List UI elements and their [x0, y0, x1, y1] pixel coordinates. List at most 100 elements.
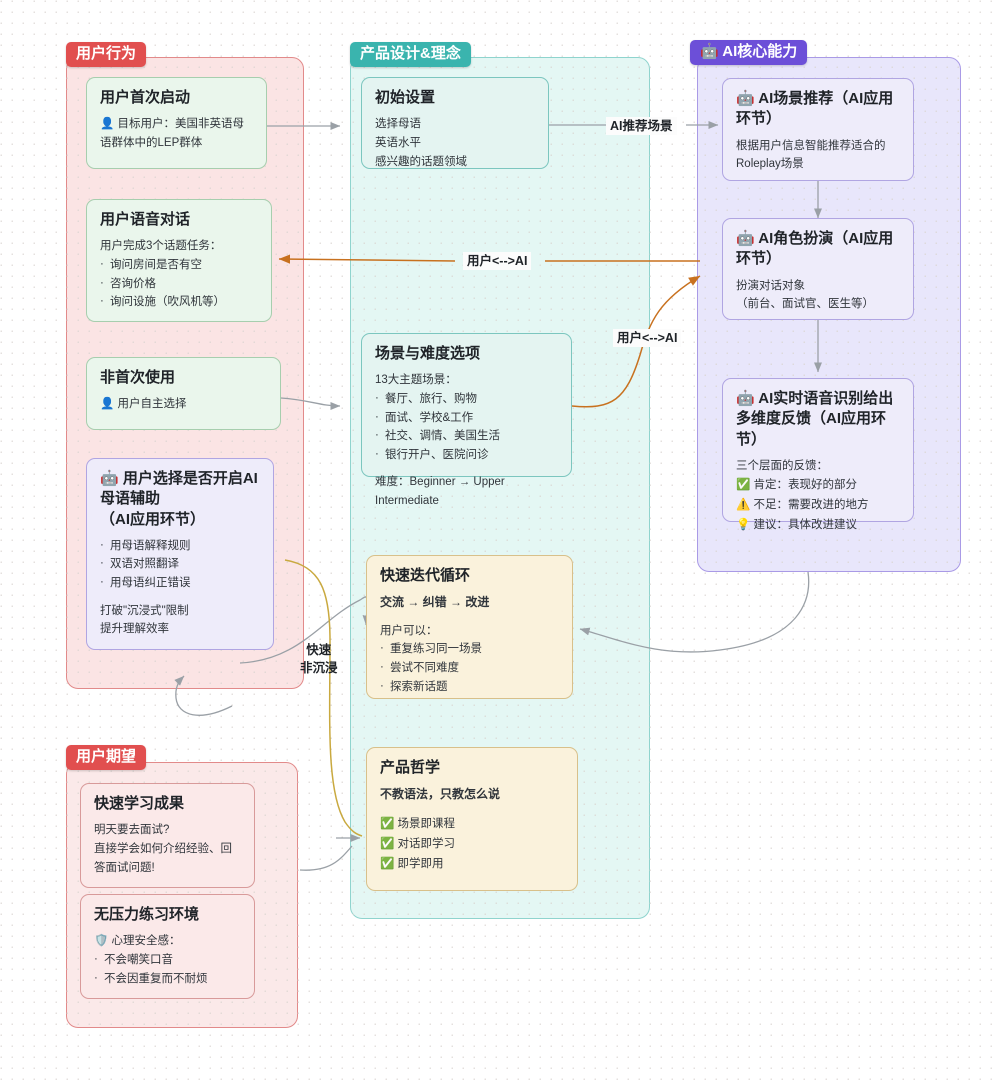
list-item: 餐厅、旅行、购物	[375, 389, 559, 409]
list-item: 不会因重复而不耐烦	[94, 969, 242, 989]
node-body: 不教语法，只教怎么说 ✅ 场景即课程 ✅ 对话即学习 ✅ 即学即用	[380, 785, 565, 873]
list-item: 面试、学校&工作	[375, 408, 559, 428]
node-line: 感兴趣的话题领域	[375, 155, 467, 168]
node-body: 👤 用户自主选择	[100, 398, 187, 411]
node-line: 英语水平	[375, 136, 421, 149]
list-item: 询问设施（吹风机等）	[100, 292, 259, 312]
node-tail-line: 难度：Beginner → Upper Intermediate	[375, 476, 505, 507]
list-item: 用母语解释规则	[100, 536, 261, 556]
list-item: 银行开户、医院问诊	[375, 445, 559, 465]
node-bullet-list: 不会嘲笑口音 不会因重复而不耐烦	[94, 950, 242, 989]
edge-label-ai-recommend: AI推荐场景	[606, 117, 677, 136]
spacer	[380, 613, 560, 622]
checklist-label: 对话即学习	[397, 837, 456, 850]
list-item: 询问房间是否有空	[100, 255, 259, 275]
node-title: 🤖 AI角色扮演（AI应用环节）	[736, 230, 894, 268]
list-item: 不会嘲笑口音	[94, 950, 242, 970]
lane-label-user-expect: 用户期望	[66, 745, 147, 770]
node-voice-dialog[interactable]: 用户语音对话 用户完成3个话题任务： 询问房间是否有空 咨询价格 询问设施（吹风…	[86, 199, 272, 322]
checklist-item: ✅ 场景即课程	[380, 814, 565, 834]
node-bullet-list: 询问房间是否有空 咨询价格 询问设施（吹风机等）	[100, 255, 259, 312]
node-title: 初始设置	[375, 89, 436, 106]
spacer	[100, 593, 261, 602]
node-title: 场景与难度选项	[375, 345, 481, 362]
feedback-item: ✅ 肯定：表现好的部分	[736, 479, 858, 492]
node-intro: 13大主题场景：	[375, 374, 457, 387]
list-item: 尝试不同难度	[380, 658, 560, 678]
node-body: 明天要去面试? 直接学会如何介绍经验、回答面试问题!	[94, 821, 242, 877]
lane-label-user-behavior: 用户行为	[66, 42, 147, 67]
node-intro: 用户完成3个话题任务：	[100, 240, 222, 253]
node-subtitle: 交流 → 纠错 → 改进	[380, 595, 490, 610]
node-intro: 用户可以：	[380, 624, 438, 637]
check-icon: ✅	[380, 837, 395, 850]
edge-label-fast-non-immersive: 快速 非沉浸	[296, 640, 342, 678]
checklist-label: 场景即课程	[397, 817, 456, 830]
list-item: 重复练习同一场景	[380, 639, 560, 659]
node-title: 快速学习成果	[94, 795, 185, 812]
node-line: 扮演对话对象	[736, 279, 805, 292]
node-title: 无压力练习环境	[94, 906, 200, 923]
node-body: 👤 目标用户：美国非英语母语群体中的LEP群体	[100, 118, 245, 149]
feedback-item: ⚠️ 不足：需要改进的地方	[736, 499, 869, 512]
node-body: 三个层面的反馈： ✅ 肯定：表现好的部分 ⚠️ 不足：需要改进的地方 💡 建议：…	[736, 457, 901, 536]
node-title: 🤖 用户选择是否开启AI母语辅助 （AI应用环节）	[100, 470, 258, 528]
check-icon: ✅	[380, 857, 395, 870]
node-line: 直接学会如何介绍经验、回答面试问题!	[94, 842, 232, 874]
node-title: 快速迭代循环	[380, 567, 471, 584]
list-item: 双语对照翻译	[100, 554, 261, 574]
node-ai-roleplay[interactable]: 🤖 AI角色扮演（AI应用环节） 扮演对话对象 （前台、面试官、医生等）	[722, 218, 914, 320]
node-body: 13大主题场景： 餐厅、旅行、购物 面试、学校&工作 社交、调情、美国生活 银行…	[375, 371, 559, 510]
node-fast-result[interactable]: 快速学习成果 明天要去面试? 直接学会如何介绍经验、回答面试问题!	[80, 783, 255, 888]
checklist-item: ✅ 对话即学习	[380, 834, 565, 854]
node-tail-line: 提升理解效率	[100, 623, 169, 636]
node-body: 用户完成3个话题任务： 询问房间是否有空 咨询价格 询问设施（吹风机等）	[100, 237, 259, 312]
node-title: 用户首次启动	[100, 89, 191, 106]
node-bullet-list: 用母语解释规则 双语对照翻译 用母语纠正错误	[100, 536, 261, 593]
list-item: 探索新话题	[380, 677, 560, 697]
node-title: 🤖 AI场景推荐（AI应用环节）	[736, 90, 894, 128]
list-item: 社交、调情、美国生活	[375, 426, 559, 446]
node-ai-feedback[interactable]: 🤖 AI实时语音识别给出多维度反馈（AI应用环节） 三个层面的反馈： ✅ 肯定：…	[722, 378, 914, 531]
edge-label-user-ai-mid: 用户<-->AI	[613, 329, 682, 348]
spacer	[375, 464, 559, 473]
checklist-item: ✅ 即学即用	[380, 854, 565, 874]
node-ai-scene-recommend[interactable]: 🤖 AI场景推荐（AI应用环节） 根据用户信息智能推荐适合的Roleplay场景	[722, 78, 914, 181]
node-body: 选择母语 英语水平 感兴趣的话题领域	[375, 115, 536, 171]
edge-label-user-ai-top: 用户<-->AI	[463, 252, 532, 271]
node-title: 🤖 AI实时语音识别给出多维度反馈（AI应用环节）	[736, 390, 894, 448]
node-body: 🛡️ 心理安全感： 不会嘲笑口音 不会因重复而不耐烦	[94, 932, 242, 988]
node-body: 交流 → 纠错 → 改进 用户可以： 重复练习同一场景 尝试不同难度 探索新话题	[380, 593, 560, 696]
edge-label-line2: 非沉浸	[300, 661, 338, 676]
node-first-launch[interactable]: 用户首次启动 👤 目标用户：美国非英语母语群体中的LEP群体	[86, 77, 267, 169]
spacer	[380, 805, 565, 814]
check-icon: ✅	[380, 817, 395, 830]
node-fast-iteration[interactable]: 快速迭代循环 交流 → 纠错 → 改进 用户可以： 重复练习同一场景 尝试不同难…	[366, 555, 573, 699]
list-item: 咨询价格	[100, 274, 259, 294]
node-scene-difficulty[interactable]: 场景与难度选项 13大主题场景： 餐厅、旅行、购物 面试、学校&工作 社交、调情…	[361, 333, 572, 507]
checklist-label: 即学即用	[397, 857, 444, 870]
node-native-assist[interactable]: 🤖 用户选择是否开启AI母语辅助 （AI应用环节） 用母语解释规则 双语对照翻译…	[86, 458, 274, 650]
node-body: 用母语解释规则 双语对照翻译 用母语纠正错误 打破"沉浸式"限制 提升理解效率	[100, 536, 261, 639]
node-intro: 三个层面的反馈：	[736, 459, 828, 472]
node-intro: 🛡️ 心理安全感：	[94, 935, 181, 948]
node-philosophy[interactable]: 产品哲学 不教语法，只教怎么说 ✅ 场景即课程 ✅ 对话即学习 ✅ 即学即用	[366, 747, 578, 891]
node-bullet-list: 重复练习同一场景 尝试不同难度 探索新话题	[380, 639, 560, 697]
node-title: 非首次使用	[100, 369, 176, 386]
node-repeat-use[interactable]: 非首次使用 👤 用户自主选择	[86, 357, 281, 430]
lane-label-ai-core: 🤖 AI核心能力	[690, 40, 808, 65]
node-subtitle: 不教语法，只教怎么说	[380, 787, 501, 802]
node-bullet-list: 餐厅、旅行、购物 面试、学校&工作 社交、调情、美国生活 银行开户、医院问诊	[375, 389, 559, 465]
edge-label-line1: 快速	[306, 643, 332, 657]
feedback-item: 💡 建议：具体改进建议	[736, 519, 858, 532]
node-title: 产品哲学	[380, 759, 441, 776]
node-no-pressure[interactable]: 无压力练习环境 🛡️ 心理安全感： 不会嘲笑口音 不会因重复而不耐烦	[80, 894, 255, 999]
lane-label-product-design: 产品设计&理念	[350, 42, 471, 67]
node-title: 用户语音对话	[100, 211, 191, 228]
node-initial-setup[interactable]: 初始设置 选择母语 英语水平 感兴趣的话题领域	[361, 77, 549, 169]
node-line: （前台、面试官、医生等）	[736, 298, 874, 311]
list-item: 用母语纠正错误	[100, 573, 261, 593]
node-line: 明天要去面试?	[94, 824, 170, 837]
